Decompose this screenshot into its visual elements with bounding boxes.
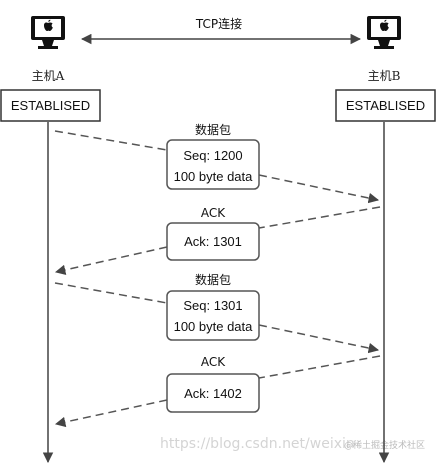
message-4-arrow-start bbox=[258, 355, 381, 379]
message-3-line-1: Seq: 1301 bbox=[183, 298, 242, 313]
tcp-connection-label: TCP连接 bbox=[195, 16, 242, 31]
message-1-caption: 数据包 bbox=[195, 122, 231, 137]
message-2-line-1: Ack: 1301 bbox=[184, 234, 242, 249]
host-a-state-box: ESTABLISED bbox=[0, 89, 101, 122]
host-b-state-box: ESTABLISED bbox=[335, 89, 436, 122]
host-b-computer-icon bbox=[367, 16, 401, 49]
message-2-caption: ACK bbox=[201, 206, 226, 220]
host-a-label: 主机A bbox=[32, 69, 65, 83]
message-1-box bbox=[166, 139, 260, 190]
watermark-url: https://blog.csdn.net/weixin bbox=[160, 436, 355, 452]
message-4-box bbox=[166, 373, 260, 413]
host-b-state: ESTABLISED bbox=[346, 98, 425, 113]
message-1-arrow-start bbox=[54, 130, 168, 151]
message-2-arrow-end bbox=[54, 246, 168, 276]
message-1-line-1: Seq: 1200 bbox=[183, 148, 242, 163]
message-3-arrow-end bbox=[258, 324, 380, 354]
host-a-computer-icon bbox=[31, 16, 65, 49]
message-4-line-1: Ack: 1402 bbox=[184, 386, 242, 401]
message-4-arrow-end bbox=[54, 399, 168, 428]
message-3: 数据包 Seq: 1301 100 byte data bbox=[54, 272, 380, 354]
message-1: 数据包 Seq: 1200 100 byte data bbox=[54, 122, 380, 204]
message-2-arrow-start bbox=[258, 206, 381, 229]
message-1-arrow-end bbox=[258, 174, 380, 204]
message-4-caption: ACK bbox=[201, 355, 226, 369]
message-1-line-2: 100 byte data bbox=[174, 169, 254, 184]
host-a-state: ESTABLISED bbox=[11, 98, 90, 113]
message-3-arrow-start bbox=[54, 282, 168, 304]
message-3-box bbox=[166, 290, 260, 341]
host-b-label: 主机B bbox=[368, 69, 401, 83]
message-2-box bbox=[166, 222, 260, 261]
message-4: ACK Ack: 1402 bbox=[54, 355, 381, 428]
message-3-caption: 数据包 bbox=[195, 272, 231, 287]
message-3-line-2: 100 byte data bbox=[174, 319, 254, 334]
message-2: ACK Ack: 1301 bbox=[54, 206, 381, 276]
